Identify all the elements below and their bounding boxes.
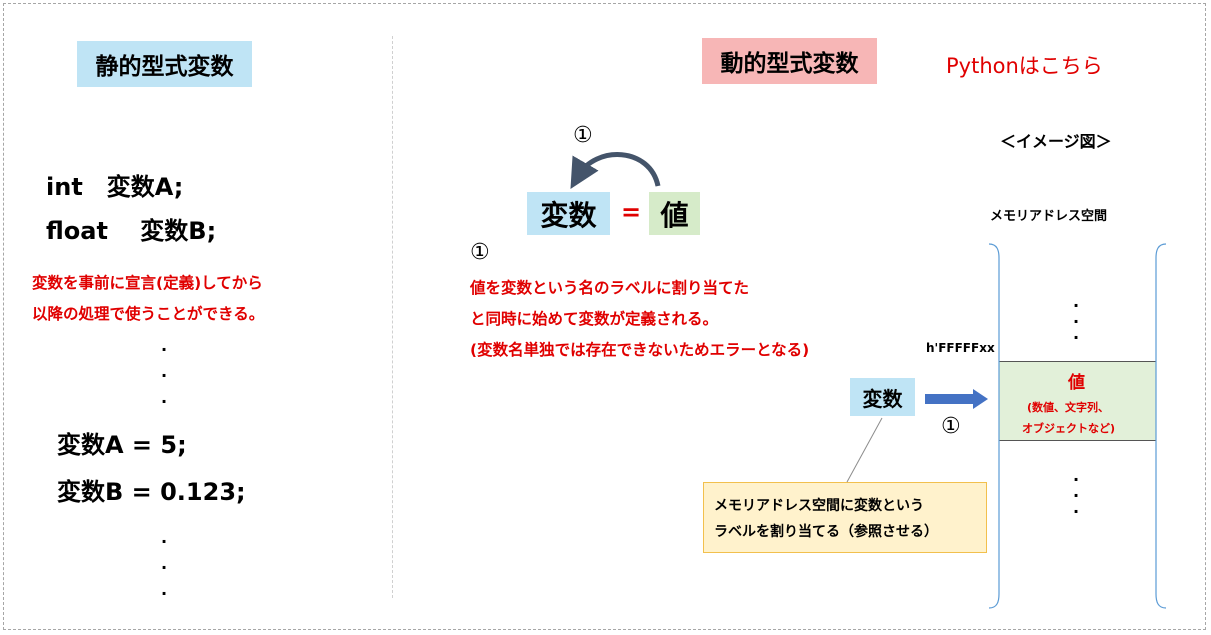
variable-box: 変数 xyxy=(527,192,610,235)
memory-ellipsis-dot: . xyxy=(1073,482,1080,501)
ellipsis-dot: . xyxy=(161,580,168,599)
memory-left-bracket xyxy=(988,243,1000,609)
dynamic-typing-title: 動的型式変数 xyxy=(702,38,877,84)
dynamic-explain-line-2: と同時に始めて変数が定義される。 xyxy=(470,310,719,328)
callout-note: メモリアドレス空間に変数という ラベルを割り当てる（参照させる） xyxy=(703,482,987,553)
memory-space-label: メモリアドレス空間 xyxy=(990,209,1108,224)
memory-ellipsis-dot: . xyxy=(1073,324,1080,343)
assign-arrow-icon xyxy=(925,389,988,409)
value-box: 値 xyxy=(649,192,700,235)
memory-cell xyxy=(999,361,1156,441)
ellipsis-dot: . xyxy=(161,388,168,407)
code-declare-int: int 変数A; xyxy=(46,173,184,201)
variable-label-box: 変数 xyxy=(850,378,915,416)
callout-note-line-2: ラベルを割り当てる（参照させる） xyxy=(714,524,938,540)
section-divider xyxy=(392,36,393,598)
memory-ellipsis-dot: . xyxy=(1073,308,1080,327)
code-declare-float: float 変数B; xyxy=(46,217,217,245)
memory-ellipsis-dot: . xyxy=(1073,292,1080,311)
ellipsis-dot: . xyxy=(161,336,168,355)
memory-ellipsis-dot: . xyxy=(1073,466,1080,485)
curved-assign-arrow xyxy=(570,152,661,189)
image-caption: ＜イメージ図＞ xyxy=(1000,132,1112,151)
callout-note-line-1: メモリアドレス空間に変数という xyxy=(714,498,924,514)
equals-sign: = xyxy=(621,198,642,226)
memory-address: h'FFFFFxx xyxy=(926,341,995,355)
dynamic-explain-line-3: (変数名単独では存在できないためエラーとなる) xyxy=(470,341,810,359)
ellipsis-dot: . xyxy=(161,528,168,547)
dynamic-explain-line-1: 値を変数という名のラベルに割り当てた xyxy=(470,279,750,297)
callout-leader-line xyxy=(846,417,883,483)
static-explain-line-2: 以降の処理で使うことができる。 xyxy=(32,305,265,323)
memory-value-title: 値 xyxy=(1068,373,1085,393)
memory-value-desc-2: オブジェクトなど) xyxy=(1022,422,1116,435)
step-marker-assign: ① xyxy=(941,414,961,439)
step-marker-top: ① xyxy=(573,123,593,148)
ellipsis-dot: . xyxy=(161,362,168,381)
static-explain-line-1: 変数を事前に宣言(定義)してから xyxy=(32,274,263,292)
code-assign-a: 変数A = 5; xyxy=(57,431,187,459)
code-assign-b: 変数B = 0.123; xyxy=(57,478,246,506)
memory-value-desc-1: (数値、文字列、 xyxy=(1027,401,1110,414)
python-link[interactable]: Pythonはこちら xyxy=(946,54,1103,78)
static-typing-title: 静的型式変数 xyxy=(77,41,252,87)
diagram-frame xyxy=(3,3,1206,630)
step-marker: ① xyxy=(470,240,490,265)
memory-right-bracket xyxy=(1155,243,1167,609)
ellipsis-dot: . xyxy=(161,554,168,573)
memory-ellipsis-dot: . xyxy=(1073,498,1080,517)
